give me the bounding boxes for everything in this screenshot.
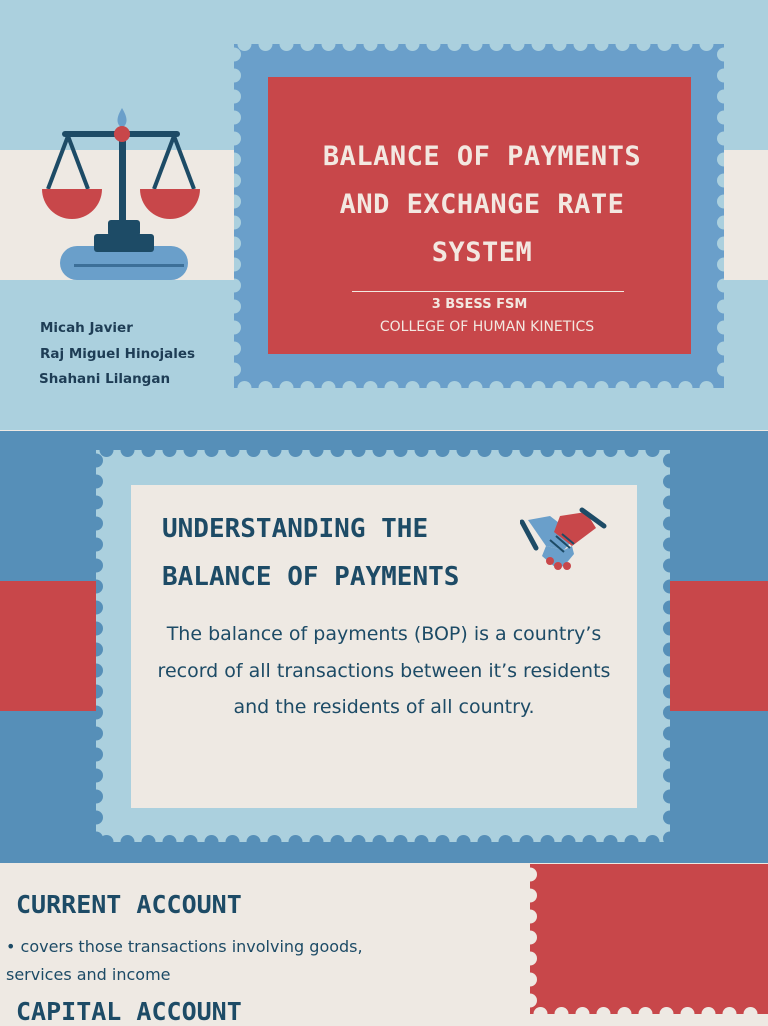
heading-line: BALANCE OF PAYMENTS [162, 562, 460, 592]
handshake-icon [520, 507, 607, 570]
current-account-heading: CURRENT ACCOUNT [16, 890, 242, 919]
current-account-bullet: • covers those transactions involving go… [6, 933, 426, 989]
author-name: Raj Miguel Hinojales [40, 346, 196, 362]
author-name: Shahani Lilangan [39, 371, 171, 387]
capital-account-heading: CAPITAL ACCOUNT [16, 997, 242, 1026]
author-name: Micah Javier [40, 320, 133, 336]
bullet-text: covers those transactions involving good… [6, 937, 363, 984]
scales-of-justice-icon [42, 108, 200, 280]
section-heading: UNDERSTANDING THE BALANCE OF PAYMENTS [162, 505, 522, 601]
course-label: 3 BSESS FSM [431, 297, 528, 312]
heading-line: UNDERSTANDING THE [162, 514, 429, 544]
title-panel [268, 77, 691, 354]
presentation-title: BALANCE OF PAYMENTS AND EXCHANGE RATE SY… [322, 141, 642, 268]
title-divider [352, 291, 624, 292]
red-stamp-frame [530, 864, 768, 1014]
college-label: COLLEGE OF HUMAN KINETICS [379, 319, 595, 335]
bop-definition: The balance of payments (BOP) is a count… [157, 623, 611, 718]
bullet-dot: • [6, 937, 16, 956]
